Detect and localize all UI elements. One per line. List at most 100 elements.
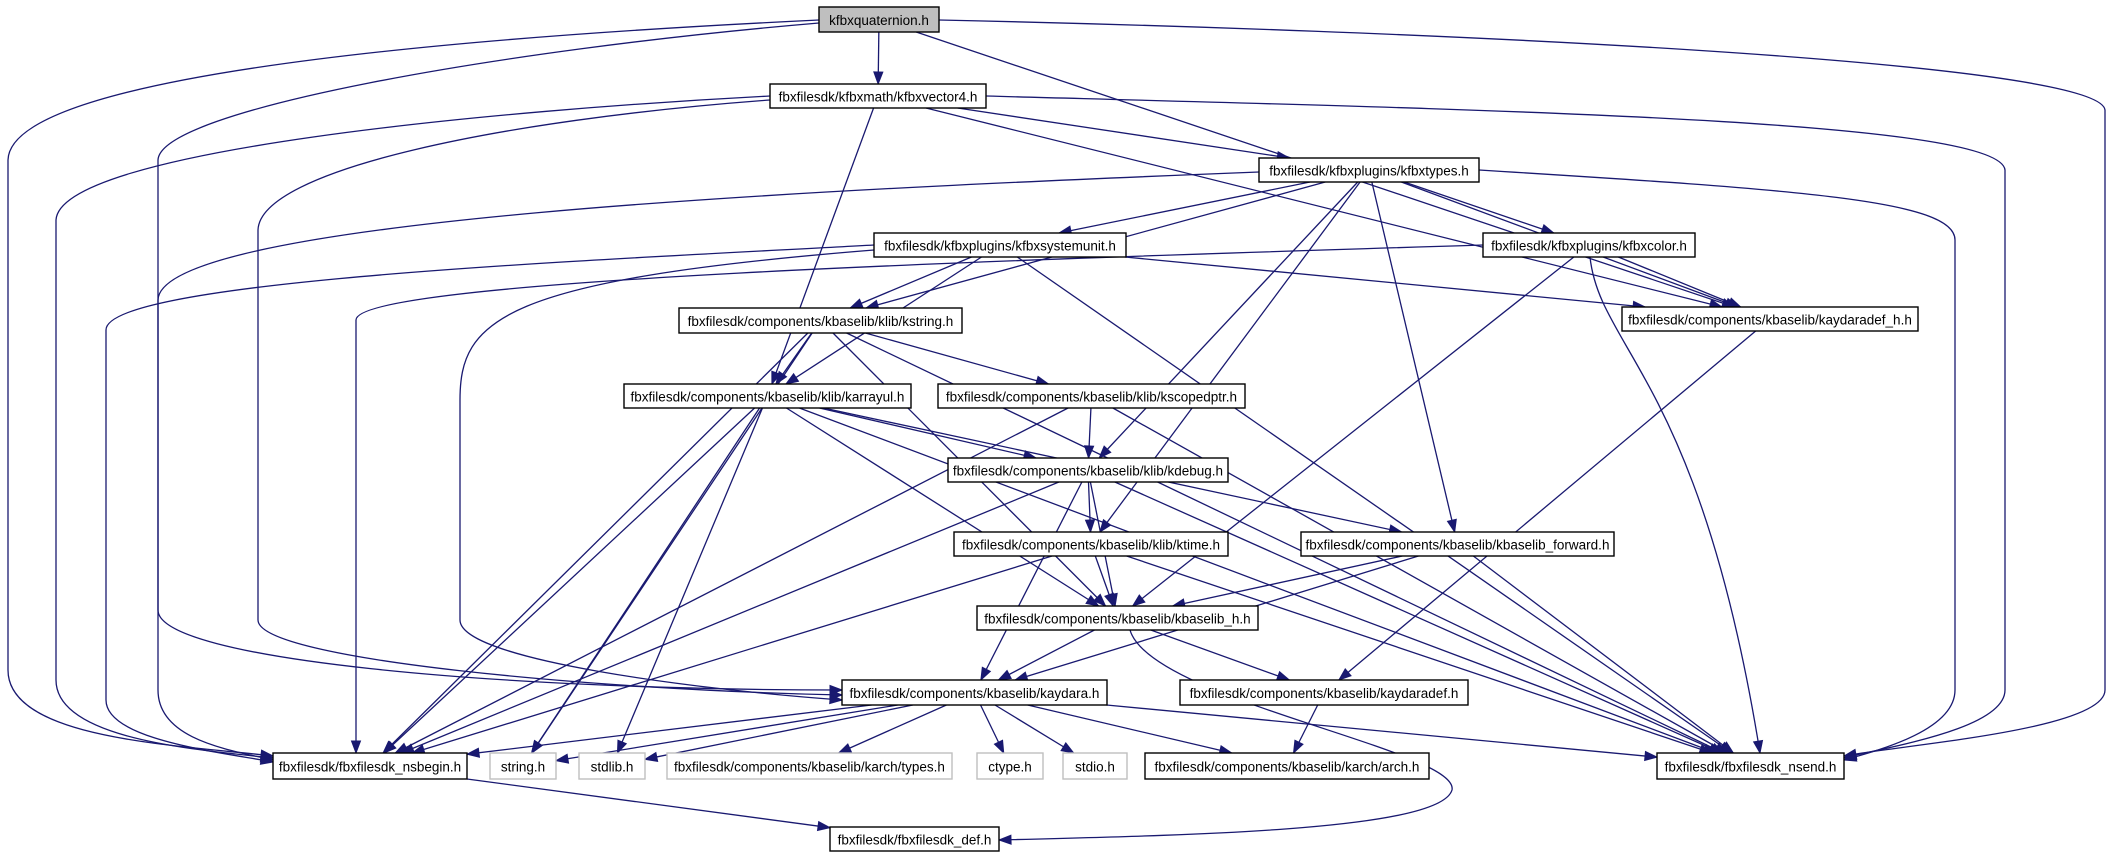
edge-systemunit-to-kaydara [459, 249, 875, 701]
arrowhead-systemunit-to-karrayul [784, 372, 800, 385]
node-box [1656, 752, 1845, 780]
edge-systemunit-to-nsend [1016, 256, 1733, 754]
arrowhead-ktime-to-kbaselib_h [1104, 592, 1114, 608]
edge-types-to-nsend [1478, 169, 1956, 761]
node-label: fbxfilesdk/fbxfilesdk_nsend.h [1665, 760, 1837, 775]
edge-kaydara-to-nsbegin [466, 704, 872, 755]
arrowhead-kbaselib_h-to-def [997, 834, 1012, 845]
edge-types-to-systemunit [1058, 181, 1311, 234]
node-kaydaradef[interactable]: fbxfilesdk/components/kbaselib/kaydarade… [1179, 679, 1469, 706]
node-box [623, 383, 912, 409]
node-label: fbxfilesdk/components/kbaselib/klib/kdeb… [953, 464, 1223, 479]
node-label: fbxfilesdk/components/kbaselib/kaydarade… [1190, 686, 1459, 701]
node-label: string.h [501, 760, 545, 775]
node-stdio: stdio.h [1062, 752, 1128, 780]
node-label: stdlib.h [591, 760, 634, 775]
edge-ktime-to-nsend [1126, 555, 1713, 754]
edge-karrayul-to-kdebug [819, 407, 1037, 459]
node-box [976, 752, 1044, 780]
node-label: fbxfilesdk/kfbxplugins/kfbxcolor.h [1491, 239, 1687, 254]
node-vector4[interactable]: fbxfilesdk/kfbxmath/kfbxvector4.h [769, 83, 987, 109]
node-label: fbxfilesdk/components/kbaselib/karch/typ… [674, 760, 945, 775]
arrowhead-color-to-kbaselib_h [1131, 594, 1146, 607]
edge-nsbegin-to-def [466, 778, 831, 829]
edge-color-to-kaydaradef_h [1618, 256, 1741, 308]
arrowhead-kbaselib_h-to-kaydaradef [1275, 670, 1291, 681]
node-types[interactable]: fbxfilesdk/kfbxplugins/kfbxtypes.h [1258, 157, 1480, 183]
edge-vector4-to-karrayul [771, 107, 875, 385]
edge-kaydara-to-karchtypes [838, 704, 947, 754]
node-kaydara[interactable]: fbxfilesdk/components/kbaselib/kaydara.h [841, 679, 1108, 706]
node-label: fbxfilesdk/kfbxplugins/kfbxtypes.h [1269, 164, 1469, 179]
arrowhead-karrayul-to-kbaselib_h [1085, 594, 1100, 607]
node-label: fbxfilesdk/components/kbaselib/kbaselib_… [1306, 538, 1610, 553]
node-label: fbxfilesdk/kfbxplugins/kfbxsystemunit.h [884, 239, 1116, 254]
node-box [489, 752, 557, 780]
node-box [841, 679, 1108, 706]
node-box [1300, 531, 1615, 557]
edge-kstring-to-kscopedptr [865, 332, 1049, 385]
node-box [873, 232, 1127, 258]
node-box [1179, 679, 1469, 706]
node-box [937, 383, 1246, 409]
edge-kbaselib_h-to-kaydara [998, 629, 1095, 681]
arrowhead-kbaselib_forward-to-nsend [1720, 741, 1735, 754]
node-ktime[interactable]: fbxfilesdk/components/kbaselib/klib/ktim… [953, 531, 1229, 557]
edge-kaydara-to-arch [1027, 704, 1232, 754]
node-color[interactable]: fbxfilesdk/kfbxplugins/kfbxcolor.h [1482, 232, 1696, 258]
edge-kbaselib_h-to-kaydaradef [1150, 629, 1290, 681]
node-label: fbxfilesdk/components/kbaselib/klib/ksco… [946, 390, 1237, 405]
arrowhead-types-to-color [1540, 224, 1556, 234]
node-kbaselib_forward[interactable]: fbxfilesdk/components/kbaselib/kbaselib_… [1300, 531, 1615, 557]
arrowhead-kscopedptr-to-kdebug [1083, 445, 1095, 460]
edge-vector4-to-nsend [985, 95, 2006, 759]
edge-ktime-to-nsbegin [412, 555, 1053, 754]
node-nsbegin[interactable]: fbxfilesdk/fbxfilesdk_nsbegin.h [272, 752, 468, 780]
node-kdebug[interactable]: fbxfilesdk/components/kbaselib/klib/kdeb… [947, 457, 1229, 483]
node-box [976, 605, 1259, 631]
node-box [1621, 306, 1919, 332]
node-box [272, 752, 468, 780]
node-quaternion[interactable]: kfbxquaternion.h [818, 6, 940, 33]
node-box [818, 6, 940, 33]
node-stdlib: stdlib.h [578, 752, 646, 780]
edge-systemunit-to-kaydaradef_h [1124, 256, 1646, 308]
edge-quaternion-to-nsbegin [7, 19, 820, 757]
node-nsend[interactable]: fbxfilesdk/fbxfilesdk_nsend.h [1656, 752, 1845, 780]
node-label: fbxfilesdk/components/kbaselib/kaydara.h [850, 686, 1100, 701]
node-label: fbxfilesdk/components/kbaselib/klib/ktim… [962, 538, 1220, 553]
node-systemunit[interactable]: fbxfilesdk/kfbxplugins/kfbxsystemunit.h [873, 232, 1127, 258]
node-arch[interactable]: fbxfilesdk/components/kbaselib/karch/arc… [1144, 752, 1430, 780]
node-karrayul[interactable]: fbxfilesdk/components/kbaselib/klib/karr… [623, 383, 912, 409]
edge-vector4-to-types [957, 107, 1290, 159]
edge-vector4-to-kaydara [257, 99, 843, 696]
arrowhead-kdebug-to-ktime [1084, 519, 1096, 534]
arrowhead-kaydara-to-stdlib [643, 751, 659, 762]
edge-karrayul-to-stdlib [616, 407, 764, 754]
node-box [578, 752, 646, 780]
node-box [678, 307, 963, 334]
node-kstring[interactable]: fbxfilesdk/components/kbaselib/klib/kstr… [678, 307, 963, 334]
node-def[interactable]: fbxfilesdk/fbxfilesdk_def.h [829, 826, 1000, 852]
arrowhead-kaydaradef_h-to-kaydaradef [1337, 667, 1352, 681]
node-box [947, 457, 1229, 483]
arrowhead-kaydara-to-stdio [1060, 742, 1075, 754]
edge-systemunit-to-kstring [849, 256, 972, 309]
edge-types-to-nsbegin [157, 171, 1260, 761]
edge-karrayul-to-kbaselib_h [786, 407, 1099, 607]
edge-kaydara-to-nsend [1106, 704, 1658, 758]
node-label: fbxfilesdk/fbxfilesdk_nsbegin.h [279, 760, 461, 775]
edge-kaydara-to-string [555, 704, 898, 762]
arrowhead-systemunit-to-kaydara [829, 693, 844, 705]
node-kaydaradef_h[interactable]: fbxfilesdk/components/kbaselib/kaydarade… [1621, 306, 1919, 332]
node-kscopedptr[interactable]: fbxfilesdk/components/kbaselib/klib/ksco… [937, 383, 1246, 409]
edge-kdebug-to-nsend [1114, 481, 1722, 754]
node-box [1144, 752, 1430, 780]
edge-types-to-kbaselib_forward [1371, 181, 1456, 533]
edge-color-to-nsbegin [355, 244, 1484, 753]
edge-types-to-color [1403, 181, 1555, 234]
edge-karrayul-to-string [531, 407, 761, 754]
node-kbaselib_h[interactable]: fbxfilesdk/components/kbaselib/kbaselib_… [976, 605, 1259, 631]
edge-kbaselib_h-to-def [998, 629, 1453, 841]
